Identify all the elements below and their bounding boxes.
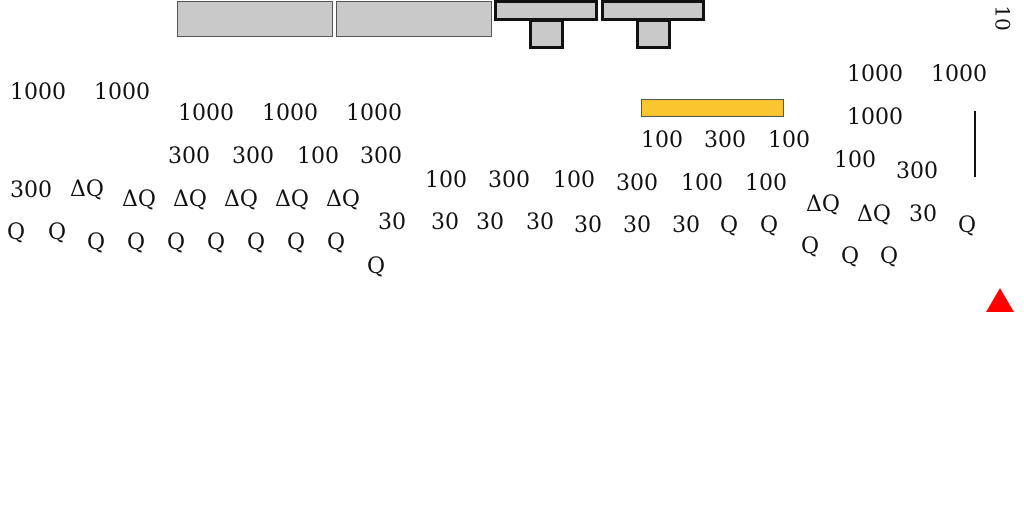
top-t-stem-1 — [529, 19, 564, 49]
label-1000: 1000 — [94, 80, 150, 105]
label-value: 30 — [378, 210, 406, 235]
label-delta-q: ΔQ — [806, 192, 840, 217]
label-value: 30 — [526, 210, 554, 235]
label-value: 300 — [488, 168, 530, 193]
label-q: Q — [760, 213, 779, 238]
top-t-block-1 — [494, 0, 598, 21]
label-value: 30 — [672, 213, 700, 238]
top-t-block-2 — [601, 0, 705, 21]
label-value: 100 — [768, 128, 810, 153]
label-1000: 1000 — [262, 101, 318, 126]
label-value: 100 — [297, 144, 339, 169]
label-delta-q: ΔQ — [122, 187, 156, 212]
label-q: Q — [367, 254, 386, 279]
label-1000: 1000 — [847, 62, 903, 87]
label-value: 300 — [896, 159, 938, 184]
label-1000: 1000 — [931, 62, 987, 87]
label-q: Q — [127, 230, 146, 255]
warning-triangle-icon — [986, 288, 1014, 312]
label-value: 30 — [574, 213, 602, 238]
label-q: Q — [87, 230, 106, 255]
label-value: 30 — [431, 210, 459, 235]
label-value: 300 — [168, 144, 210, 169]
top-gray-block-2 — [336, 1, 492, 37]
vertical-divider — [974, 111, 976, 177]
label-value: 30 — [476, 210, 504, 235]
label-value: 100 — [745, 171, 787, 196]
label-delta-q: ΔQ — [70, 177, 104, 202]
label-value: 100 — [681, 171, 723, 196]
label-1000: 1000 — [346, 101, 402, 126]
label-q: Q — [841, 244, 860, 269]
label-value: 30 — [909, 202, 937, 227]
gold-bar — [641, 99, 784, 117]
label-q: Q — [287, 230, 306, 255]
label-delta-q: ΔQ — [857, 202, 891, 227]
label-value: 100 — [641, 128, 683, 153]
label-q: Q — [720, 213, 739, 238]
label-value: 100 — [834, 148, 876, 173]
top-t-stem-2 — [636, 19, 671, 49]
label-value: 100 — [425, 168, 467, 193]
label-q: Q — [247, 230, 266, 255]
label-q: Q — [7, 220, 26, 245]
label-1000: 1000 — [10, 80, 66, 105]
label-value: 300 — [10, 178, 52, 203]
label-delta-q: ΔQ — [275, 187, 309, 212]
label-q: Q — [167, 230, 186, 255]
label-1000: 1000 — [847, 105, 903, 130]
label-1000: 1000 — [178, 101, 234, 126]
label-value: 300 — [360, 144, 402, 169]
label-q: Q — [801, 234, 820, 259]
label-delta-q: ΔQ — [173, 187, 207, 212]
label-value: 30 — [623, 213, 651, 238]
top-gray-block-1 — [177, 1, 333, 37]
label-q: Q — [327, 230, 346, 255]
label-delta-q: ΔQ — [326, 187, 360, 212]
label-q: Q — [958, 213, 977, 238]
label-delta-q: ΔQ — [224, 187, 258, 212]
label-q: Q — [207, 230, 226, 255]
label-value: 300 — [232, 144, 274, 169]
label-q: Q — [880, 244, 899, 269]
label-value: 300 — [616, 171, 658, 196]
top-right-rotated-label: 10 — [990, 5, 1015, 31]
label-value: 300 — [704, 128, 746, 153]
label-q: Q — [48, 220, 67, 245]
label-value: 100 — [553, 168, 595, 193]
